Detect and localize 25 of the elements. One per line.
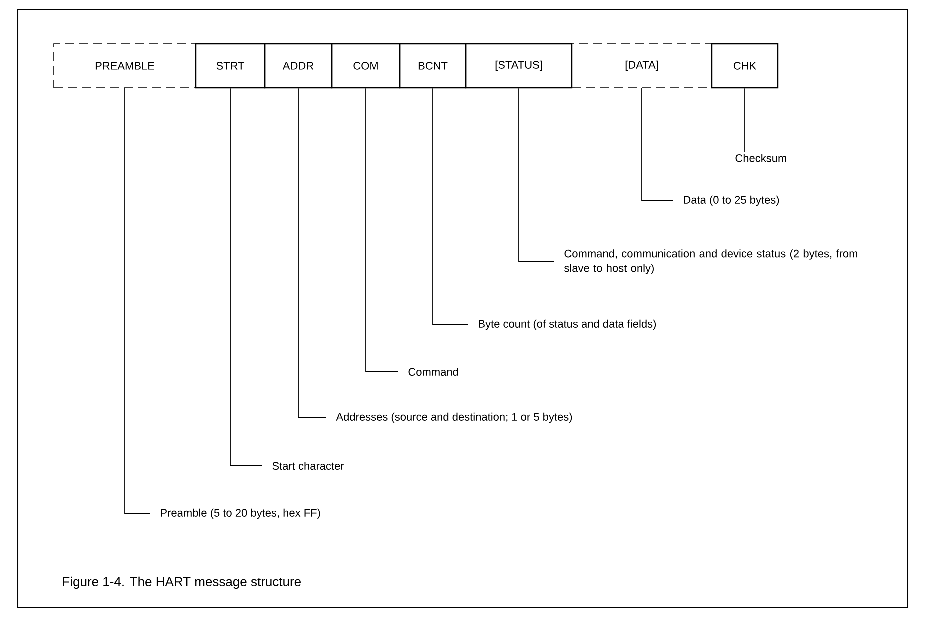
figure-caption: Figure 1-4. The HART message structure — [63, 576, 301, 590]
field-box: BCNT — [399, 43, 467, 89]
leader-line — [230, 88, 262, 466]
field-box: [STATUS] — [465, 43, 573, 89]
leader-line — [298, 88, 326, 418]
leader-line — [642, 88, 674, 202]
description-text: Data (0 to 25 bytes) — [684, 196, 780, 206]
field-box: STRT — [195, 43, 266, 89]
leader-line — [124, 88, 150, 514]
field-box: ADDR — [264, 43, 333, 89]
leader-line — [366, 88, 398, 372]
field-box: CHK — [711, 43, 779, 89]
description-text: Preamble (5 to 20 bytes, hex FF) — [161, 508, 320, 520]
description-text: Start character — [272, 462, 344, 470]
leader-line — [518, 88, 554, 262]
field-box: PREAMBLE — [54, 44, 196, 88]
description-text: Addresses (source and destination; 1 or 5 bytes) — [336, 412, 572, 424]
field-box: COM — [331, 43, 401, 89]
description-text: Checksum — [736, 154, 786, 162]
description-text: Byte count (of status and data fields) — [479, 320, 656, 330]
description-text: Command, communication and device status (2 bytes, from slave to host only) — [564, 250, 858, 274]
leader-line — [432, 88, 468, 326]
leader-line — [744, 88, 746, 152]
field-box: [DATA] — [572, 44, 712, 88]
description-text: Command — [408, 368, 458, 376]
